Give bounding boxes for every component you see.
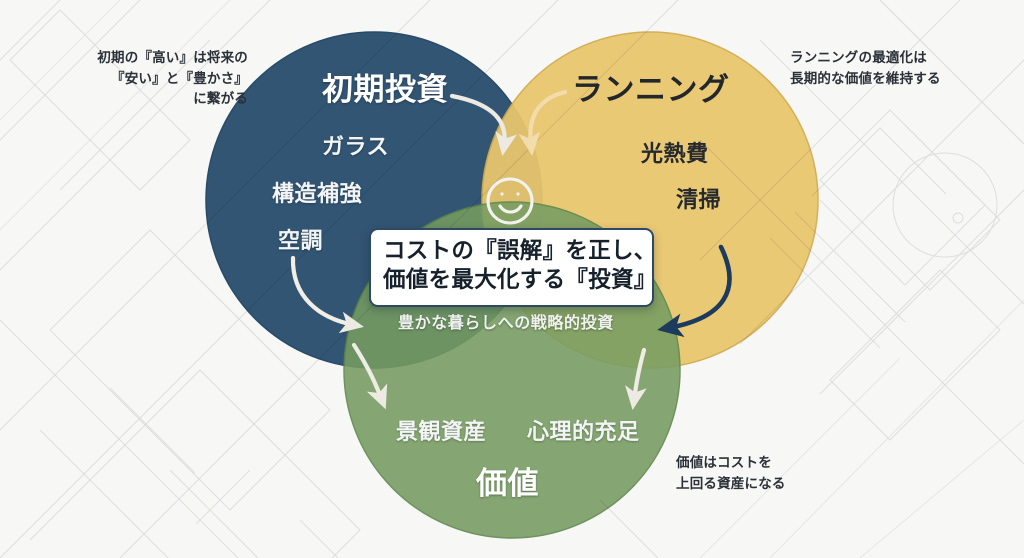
annotation-bottom-right-line-2: 上回る資産になる bbox=[676, 475, 786, 492]
center-callout: コストの『誤解』を正し、 価値を最大化する『投資』 bbox=[369, 228, 657, 307]
circle-item-cleaning: 清掃 bbox=[676, 188, 722, 213]
annotation-top-right-line-2: 長期的な価値を維持する bbox=[790, 70, 941, 87]
circle-item-structural-reinforcement: 構造補強 bbox=[272, 182, 363, 207]
annotation-top-left: 初期の『高い』は将来の 『安い』と『豊かさ』 に繋がる bbox=[58, 48, 248, 110]
annotation-bottom-right: 価値はコストを 上回る資産になる bbox=[676, 453, 866, 494]
annotation-bottom-right-line-1: 価値はコストを bbox=[676, 455, 772, 471]
annotation-top-right: ランニングの最適化は 長期的な価値を維持する bbox=[790, 48, 1010, 89]
annotation-top-left-line-3: に繋がる bbox=[193, 91, 248, 108]
arrow-left-to-center bbox=[290, 255, 364, 334]
annotation-top-left-line-2: 『安い』と『豊かさ』 bbox=[111, 70, 248, 87]
circle-item-psychological-fulfillment: 心理的充足 bbox=[527, 420, 640, 445]
arrow-right-to-center bbox=[657, 244, 732, 338]
arrow-center-to-green-right bbox=[625, 347, 647, 410]
arrow-yellow-to-center bbox=[518, 89, 568, 157]
circle-title-running-cost: ランニング bbox=[572, 72, 730, 108]
arrow-center-to-green-left bbox=[351, 342, 388, 410]
callout-line-2: 価値を最大化する『投資』 bbox=[383, 267, 657, 294]
annotation-top-left-line-1: 初期の『高い』は将来の bbox=[97, 50, 248, 66]
circle-item-utility-cost: 光熱費 bbox=[641, 142, 709, 167]
circle-title-initial-investment: 初期投資 bbox=[322, 72, 448, 108]
circle-item-air-conditioning: 空調 bbox=[278, 229, 324, 254]
center-subcaption: 豊かな暮らしへの戦略的投資 bbox=[398, 313, 614, 332]
callout-line-1: コストの『誤解』を正し、 bbox=[383, 238, 657, 264]
circle-item-landscape-asset: 景観資産 bbox=[396, 420, 487, 445]
smiley-face-icon bbox=[486, 177, 534, 225]
annotation-top-right-line-1: ランニングの最適化は bbox=[790, 50, 927, 66]
circle-title-value: 価値 bbox=[476, 466, 539, 502]
arrow-blue-to-center bbox=[449, 93, 517, 156]
circle-item-glass: ガラス bbox=[322, 135, 390, 160]
